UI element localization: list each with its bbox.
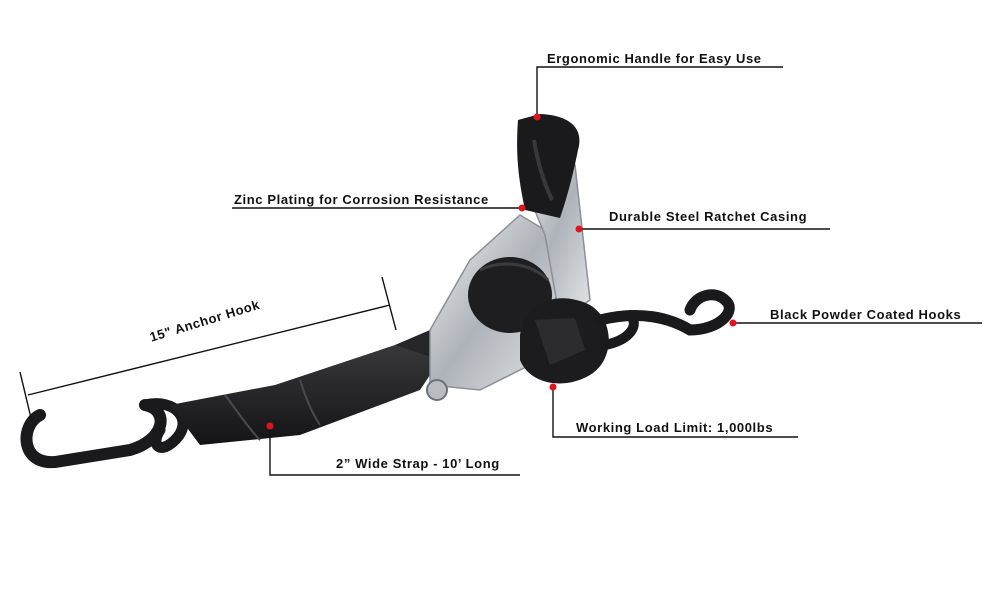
callout-casing-label: Durable Steel Ratchet Casing xyxy=(609,209,808,224)
callout-strap-label: 2” Wide Strap - 10’ Long xyxy=(336,456,500,471)
callout-wll-label: Working Load Limit: 1,000lbs xyxy=(576,420,774,435)
marker-strap xyxy=(266,422,274,430)
marker-casing xyxy=(575,225,583,233)
callout-handle-label: Ergonomic Handle for Easy Use xyxy=(547,51,762,66)
marker-handle xyxy=(533,113,541,121)
callout-markers xyxy=(266,113,737,430)
left-s-hook xyxy=(20,398,189,469)
marker-hooks xyxy=(729,319,737,327)
ratchet-knob xyxy=(520,298,609,384)
right-hooks xyxy=(594,289,735,350)
marker-zinc xyxy=(518,204,526,212)
callout-zinc-label: Zinc Plating for Corrosion Resistance xyxy=(234,192,489,207)
handle xyxy=(517,114,580,218)
marker-wll xyxy=(549,383,557,391)
callout-lines xyxy=(19,66,982,476)
callout-hooks-label: Black Powder Coated Hooks xyxy=(770,307,962,322)
